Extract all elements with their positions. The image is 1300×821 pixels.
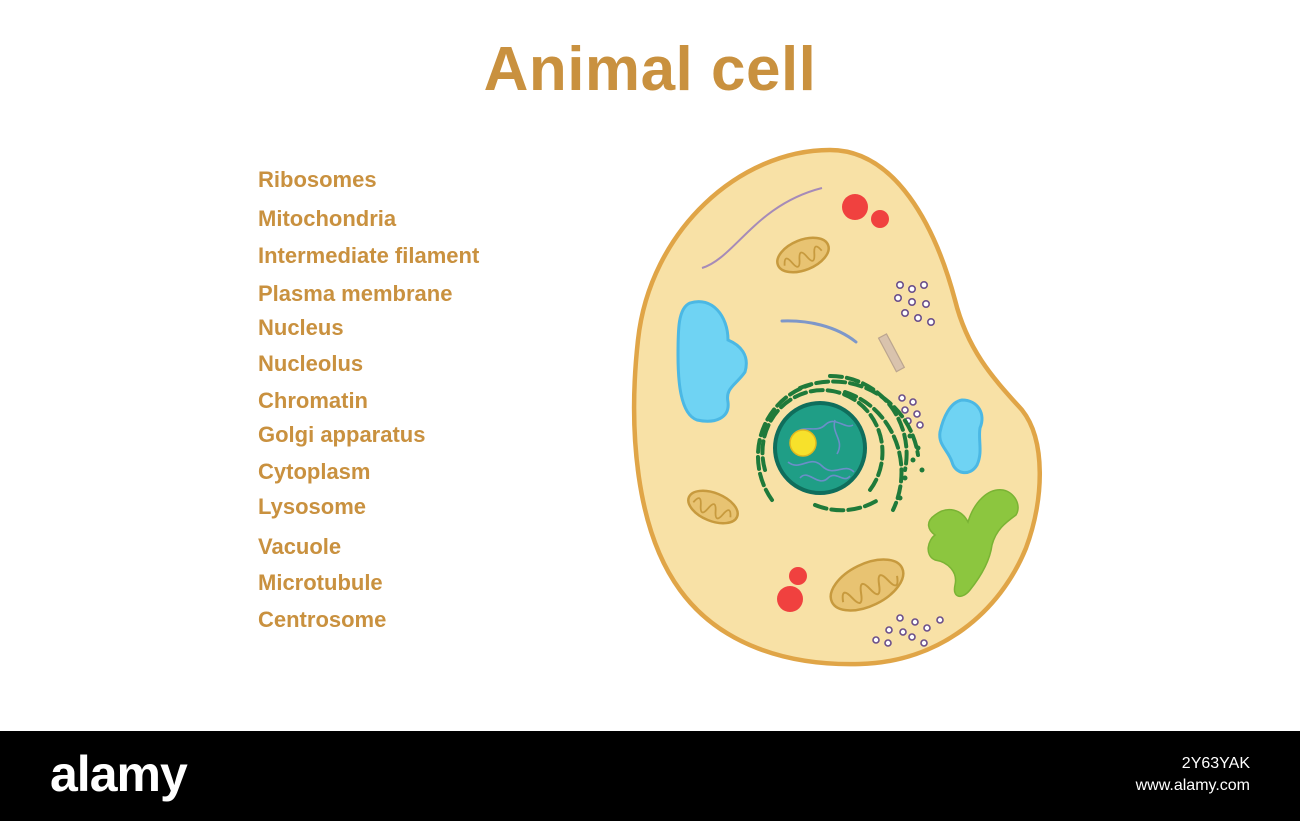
golgi-apparatus [927,489,1019,597]
watermark-footer: alamy 2Y63YAK www.alamy.com [0,731,1300,821]
site-url: www.alamy.com [1135,777,1250,794]
mitochondrion [687,489,739,525]
mitochondrion [776,236,830,274]
ribosome-cluster [872,614,944,647]
label-cytoplasm: Cytoplasm [258,459,371,484]
lysosome [842,194,868,220]
centrosome [877,333,906,373]
label-vacuole: Vacuole [258,534,342,559]
nucleolus [789,429,817,457]
image-id-block: 2Y63YAK www.alamy.com [1136,753,1250,797]
animal-cell-illustration [631,147,1042,667]
intermediate-filament [701,187,823,269]
vacuole [676,300,748,423]
watermark-logo: alamy [50,746,188,802]
diagram-title: Animal cell [483,35,817,104]
lysosome [871,210,889,228]
microtubule [780,319,858,344]
label-ribosomes: Ribosomes [258,167,377,192]
label-centrosome: Centrosome [258,607,387,632]
label-microtubule: Microtubule [258,570,383,595]
mitochondrion [829,558,905,612]
label-chromatin: Chromatin [258,388,368,413]
lysosome [777,586,803,612]
endoplasmic-reticulum-dots [897,433,925,501]
endoplasmic-reticulum [756,373,920,513]
lysosome [789,567,807,585]
label-nucleolus: Nucleolus [258,351,364,376]
label-golgi-apparatus: Golgi apparatus [258,422,426,447]
image-id: 2Y63YAK [1181,755,1250,772]
label-nucleus: Nucleus [258,315,344,340]
label-mitochondria: Mitochondria [258,206,397,231]
ribosome-cluster [893,280,935,326]
vacuole [938,398,984,474]
label-lysosome: Lysosome [258,494,367,519]
nucleus [773,401,867,495]
label-plasma-membrane: Plasma membrane [258,281,453,306]
label-intermediate-filament: Intermediate filament [258,243,480,268]
